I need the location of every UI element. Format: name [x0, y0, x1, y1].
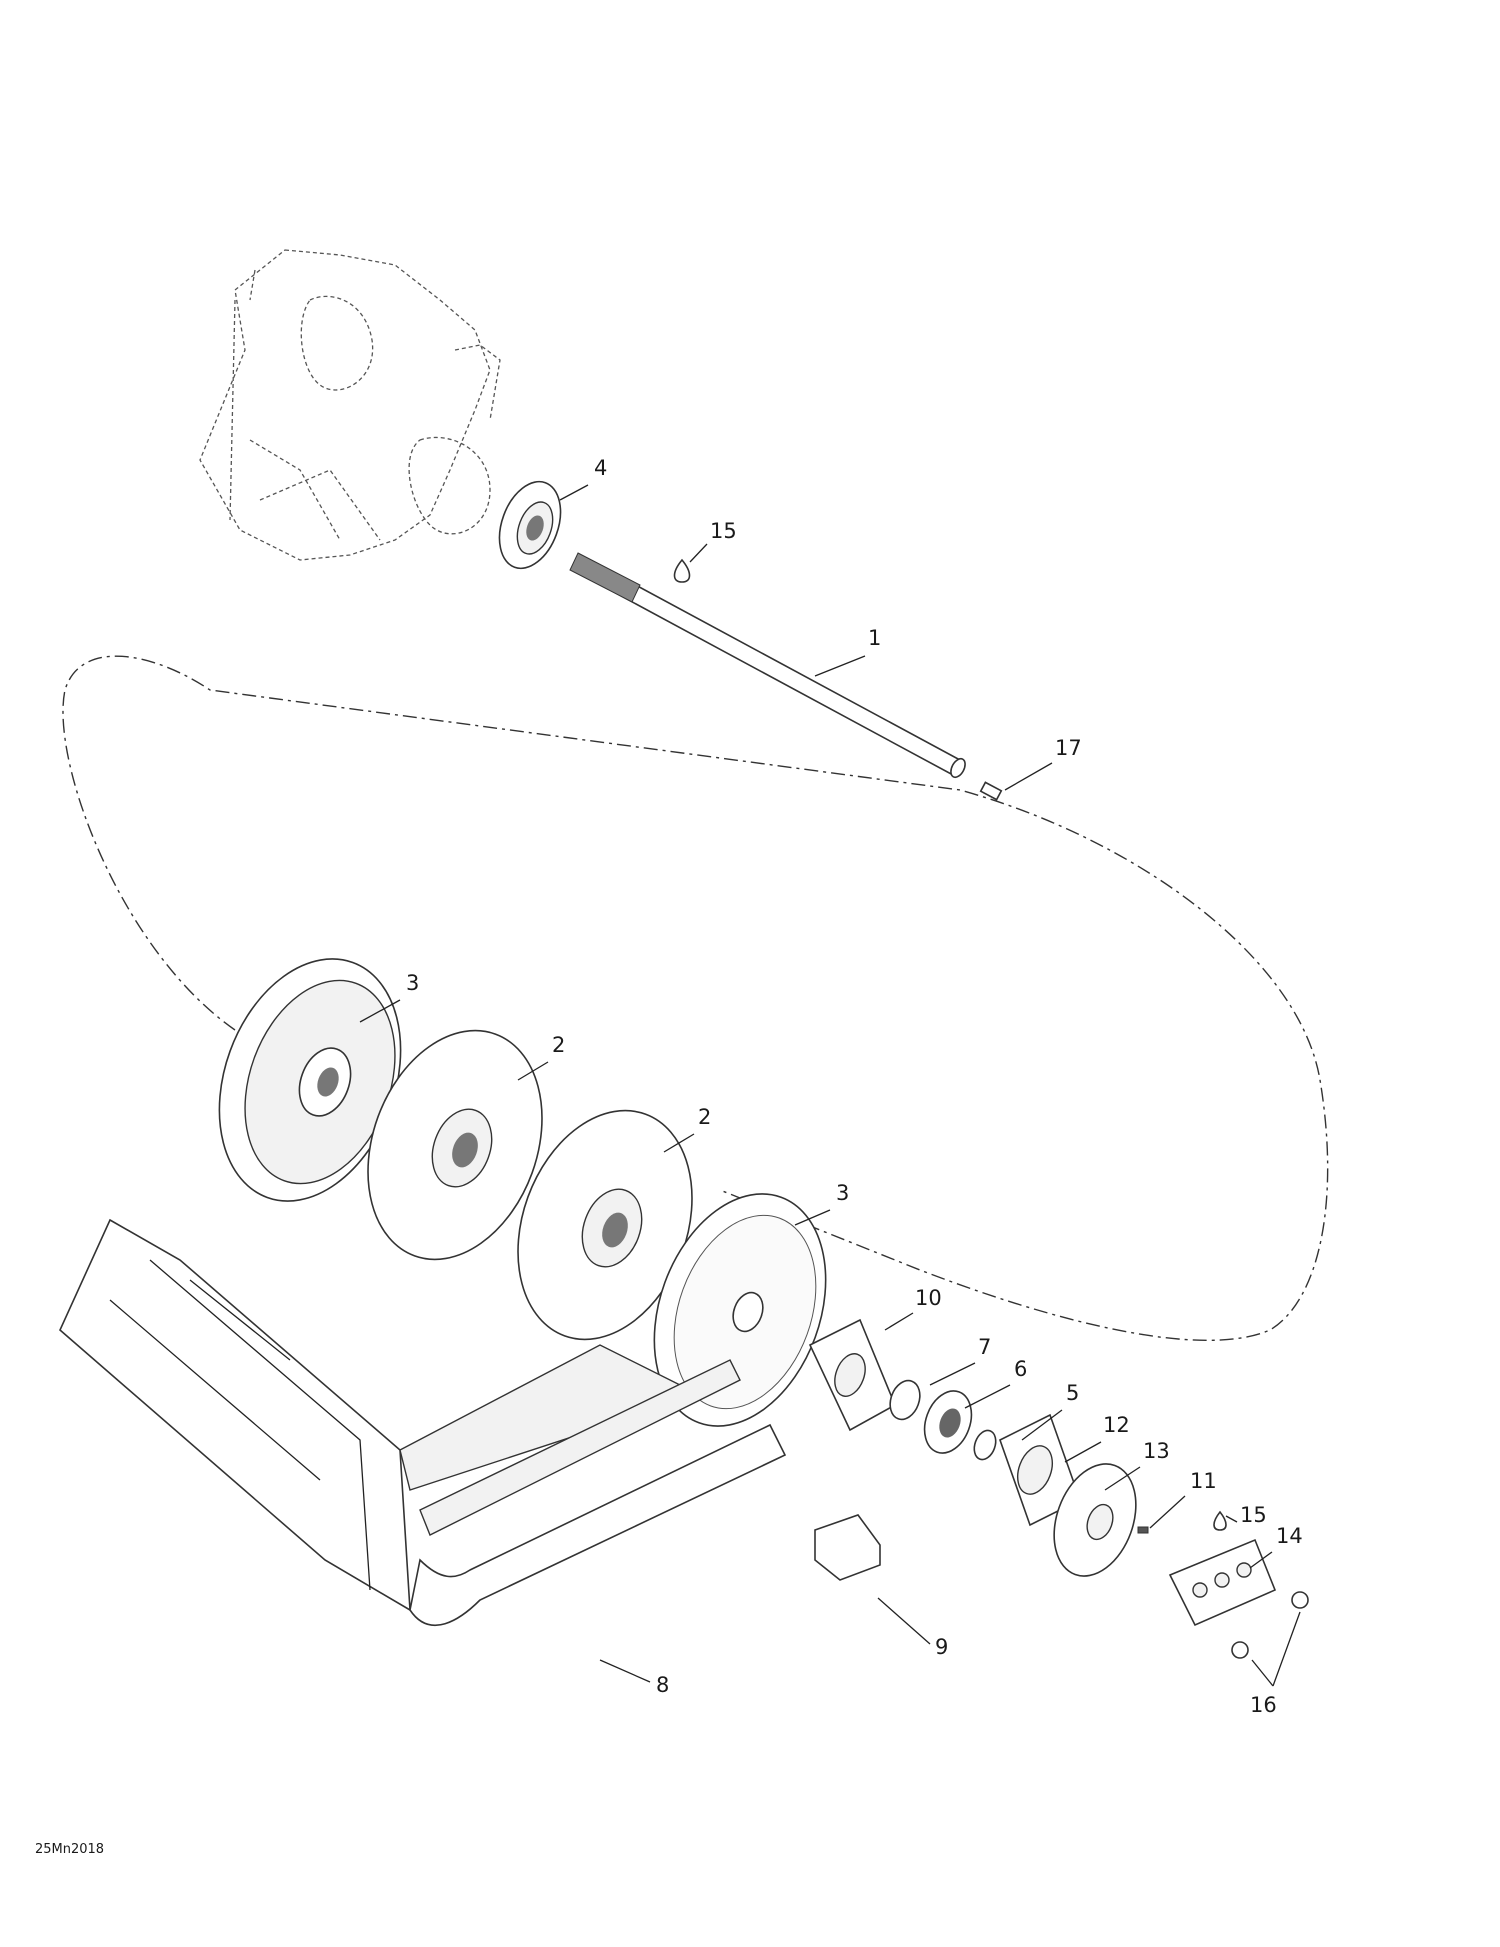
slider-part — [814, 1514, 881, 1581]
seal-part — [498, 480, 562, 570]
washer-part — [889, 1379, 921, 1421]
track-part — [59, 1218, 787, 1627]
callout-7: 7 — [978, 1335, 991, 1359]
nuts-part — [1231, 1591, 1309, 1659]
callout-3-a: 3 — [406, 971, 419, 995]
sprocket-outer-right — [653, 1193, 827, 1427]
sprocket-inner-left — [367, 1029, 543, 1261]
set-screw-part — [1137, 1526, 1149, 1534]
callout-14: 14 — [1276, 1524, 1303, 1548]
callout-8: 8 — [656, 1673, 669, 1697]
callout-2-a: 2 — [552, 1033, 565, 1057]
callout-15-a: 15 — [710, 519, 737, 543]
circlip-part — [973, 1429, 997, 1461]
callout-13: 13 — [1143, 1439, 1170, 1463]
callout-1: 1 — [868, 626, 881, 650]
callout-2-b: 2 — [698, 1105, 711, 1129]
callout-6: 6 — [1014, 1357, 1027, 1381]
callout-17: 17 — [1055, 736, 1082, 760]
chaincase-housing — [199, 249, 501, 561]
grease-drop-icon — [673, 558, 691, 583]
shield-part — [1168, 1538, 1277, 1627]
callout-10: 10 — [915, 1286, 942, 1310]
leader-lines — [359, 484, 1301, 1687]
sprocket-inner-right — [517, 1109, 693, 1341]
drawing-code: 25Mn2018 — [35, 1842, 104, 1857]
callout-12: 12 — [1103, 1413, 1130, 1437]
callout-9: 9 — [935, 1635, 948, 1659]
callout-3-b: 3 — [836, 1181, 849, 1205]
callout-16: 16 — [1250, 1693, 1277, 1717]
callout-5: 5 — [1066, 1381, 1079, 1405]
bearing-plate-part — [808, 1318, 897, 1432]
end-cap-part — [979, 781, 1003, 801]
drive-axle-part — [569, 552, 966, 779]
callout-15-b: 15 — [1240, 1503, 1267, 1527]
grease-drop-icon-2 — [1213, 1510, 1227, 1531]
callout-11: 11 — [1190, 1469, 1217, 1493]
callout-4: 4 — [594, 456, 607, 480]
end-bearing-flange-part — [1053, 1463, 1137, 1577]
bearing-part — [923, 1390, 973, 1454]
sprocket-outer-left — [218, 958, 402, 1202]
